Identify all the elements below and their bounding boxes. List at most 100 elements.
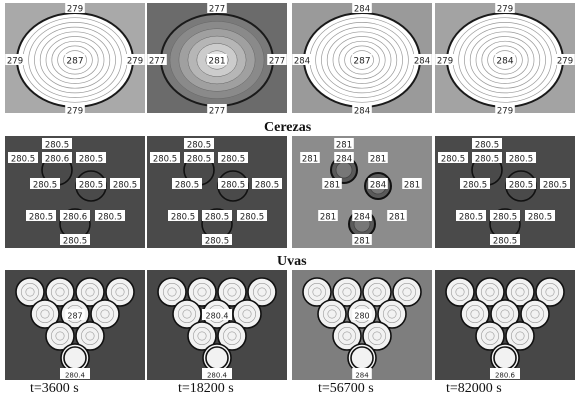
cherry-lbl-i-2: 280.5 <box>205 213 229 223</box>
cherry-lbl-g-2-bg <box>252 178 282 189</box>
grape-ring <box>387 309 397 319</box>
grape-label-center-2-bg <box>202 309 232 320</box>
grape-ring <box>81 283 99 301</box>
cherry-lbl-a-4-bg <box>472 138 502 149</box>
grape-ring <box>545 287 555 297</box>
big-sphere-4-ring <box>475 36 535 84</box>
grape-ring <box>197 287 207 297</box>
grape-ring <box>238 305 256 323</box>
big-label-right-3-bg <box>412 54 432 65</box>
grape-ring <box>40 309 50 319</box>
cherry-lbl-k-2-bg <box>202 234 232 245</box>
grape-ring <box>368 327 386 345</box>
cherry-lbl-g-3: 281 <box>404 181 420 191</box>
grape-ring <box>530 309 540 319</box>
grape-ring <box>466 305 484 323</box>
big-label-bottom-3-bg <box>352 104 372 115</box>
cherry-lbl-g-2: 280.5 <box>255 181 279 191</box>
time-label-2: t=18200 s <box>178 381 234 396</box>
big-label-top-3-bg <box>352 2 372 13</box>
cherry-lbl-b-1-bg <box>8 152 38 163</box>
big-sphere-4-ring <box>481 40 529 80</box>
grape-label-center-1-bg <box>65 309 85 320</box>
cherry-lbl-h-3: 281 <box>320 213 336 223</box>
grape-ring <box>485 287 495 297</box>
cherry-lbl-k-2: 280.5 <box>205 237 229 247</box>
grape-bottom-4 <box>493 346 517 370</box>
grape-ring <box>25 287 35 297</box>
grape-ring <box>182 309 192 319</box>
grape-1-9 <box>75 321 105 351</box>
grape-label-bottom-3-bg <box>352 368 372 379</box>
grape-ring <box>253 283 271 301</box>
big-label-bottom-3: 284 <box>354 107 370 117</box>
big-label-bottom-4-bg <box>495 104 515 115</box>
cherry-lbl-g-1: 280.5 <box>113 181 137 191</box>
grape-4-9 <box>505 321 535 351</box>
grape-ring <box>511 283 529 301</box>
grape-3-3 <box>362 277 392 307</box>
time-label-3: t=56700 s <box>318 381 374 396</box>
big-label-right-2: 277 <box>269 57 285 67</box>
row-title-uvas: Uvas <box>277 254 307 269</box>
grape-ring <box>96 305 114 323</box>
cherry-lbl-c-1-bg <box>42 152 72 163</box>
big-sphere-3-ring <box>338 40 386 80</box>
big-label-top-1-bg <box>65 2 85 13</box>
grape-ring <box>342 331 352 341</box>
grape-label-center-3-bg <box>352 309 372 320</box>
grape-4-6 <box>490 299 520 329</box>
cherry-lbl-g-3-bg <box>402 178 422 189</box>
big-label-top-3: 284 <box>354 5 370 15</box>
cherry-lbl-e-4: 280.5 <box>463 181 487 191</box>
grape-ring <box>451 283 469 301</box>
big-sphere-3-ring <box>315 22 409 98</box>
grape-3-2 <box>332 277 362 307</box>
grape-ring <box>481 283 499 301</box>
cherry-lbl-a-2-bg <box>184 138 214 149</box>
grape-ring <box>308 283 326 301</box>
cherry-lbl-a-1-bg <box>42 138 72 149</box>
grape-ring <box>496 305 514 323</box>
grape-label-center-1: 287 <box>67 312 82 321</box>
cherry-lbl-j-3: 281 <box>389 213 405 223</box>
cherry-lbl-d-4-bg <box>506 152 536 163</box>
grape-label-bottom-2: 280.4 <box>207 372 228 380</box>
cherry-lbl-d-1-bg <box>76 152 106 163</box>
cherry-lbl-g-1-bg <box>110 178 140 189</box>
cherry-lbl-h-3-bg <box>318 210 338 221</box>
big-sphere-4-ring <box>469 31 541 89</box>
cherry-lbl-d-3-bg <box>368 152 388 163</box>
grape-ring <box>372 287 382 297</box>
grape-2-7 <box>232 299 262 329</box>
grape-ring <box>223 327 241 345</box>
big-label-left-4-bg <box>435 54 455 65</box>
big-label-left-1-bg <box>5 54 25 65</box>
big-sphere-3-ring <box>332 36 392 84</box>
big-label-center-2: 281 <box>208 57 225 67</box>
grape-2-3 <box>217 277 247 307</box>
cherry-lbl-h-1: 280.5 <box>29 213 53 223</box>
grape-ring <box>167 287 177 297</box>
grape-ring <box>323 305 341 323</box>
cherry-lbl-a-1: 280.5 <box>45 141 69 151</box>
cherry-lbl-j-4-bg <box>525 210 555 221</box>
big-sphere-4-ring <box>487 45 523 75</box>
cherry-lbl-i-1: 280.6 <box>63 213 87 223</box>
cherry-lbl-j-1-bg <box>95 210 125 221</box>
big-label-center-3-bg <box>352 54 372 65</box>
grape-ring <box>485 331 495 341</box>
grape-1-2 <box>45 277 75 307</box>
grape-ring <box>338 327 356 345</box>
cherry-lbl-d-2-bg <box>218 152 248 163</box>
time-label-4: t=82000 s <box>446 381 502 396</box>
cherry-lbl-j-3-bg <box>387 210 407 221</box>
cherry-lbl-h-4-bg <box>456 210 486 221</box>
grape-ring <box>470 309 480 319</box>
grape-1-5 <box>30 299 60 329</box>
grape-ring <box>242 309 252 319</box>
cherry-lbl-g-4: 280.5 <box>543 181 567 191</box>
grape-ring <box>85 331 95 341</box>
grape-1-8 <box>45 321 75 351</box>
